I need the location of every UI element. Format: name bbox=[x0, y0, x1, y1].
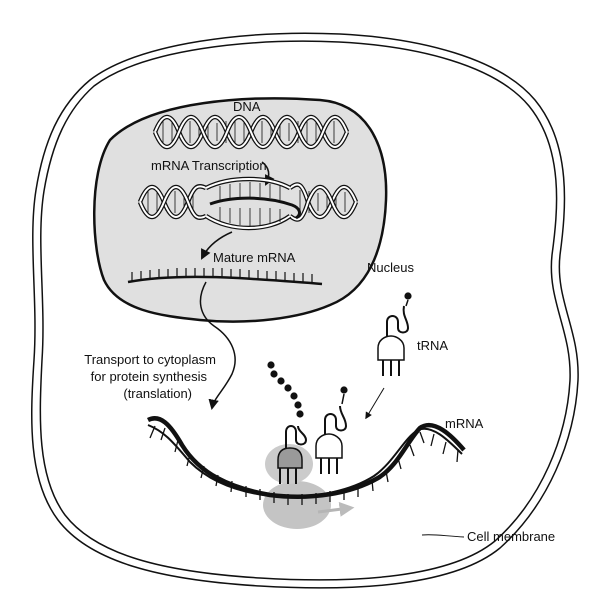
ribosome-direction-arrow bbox=[317, 501, 355, 517]
cell-membrane bbox=[31, 32, 579, 589]
free-trna bbox=[377, 292, 412, 376]
mature-mrna-arrow bbox=[201, 231, 233, 260]
label-transport-line2: for protein synthesis bbox=[91, 369, 208, 384]
transport-arrow bbox=[199, 281, 236, 411]
label-mrna: mRNA bbox=[445, 416, 484, 431]
bound-trna-with-peptide bbox=[267, 361, 308, 484]
mature-mrna-strand bbox=[127, 268, 323, 286]
label-transport-line1: Transport to cytoplasm bbox=[84, 352, 216, 367]
dna-helix bbox=[152, 114, 350, 150]
cytoplasm-mrna-strand bbox=[146, 416, 466, 505]
label-trna: tRNA bbox=[417, 338, 448, 353]
label-mature-mrna: Mature mRNA bbox=[213, 250, 296, 265]
transcribing-dna bbox=[137, 176, 359, 231]
trna-approach-arrow bbox=[365, 387, 385, 420]
bound-trna bbox=[315, 386, 348, 474]
label-mrna-transcription: mRNA Transcription bbox=[151, 158, 267, 173]
label-dna: DNA bbox=[233, 99, 261, 114]
label-nucleus: Nucleus bbox=[367, 260, 414, 275]
cell-membrane-leader bbox=[421, 534, 465, 538]
label-cell-membrane: Cell membrane bbox=[467, 529, 555, 544]
label-transport-line3: (translation) bbox=[123, 386, 192, 401]
